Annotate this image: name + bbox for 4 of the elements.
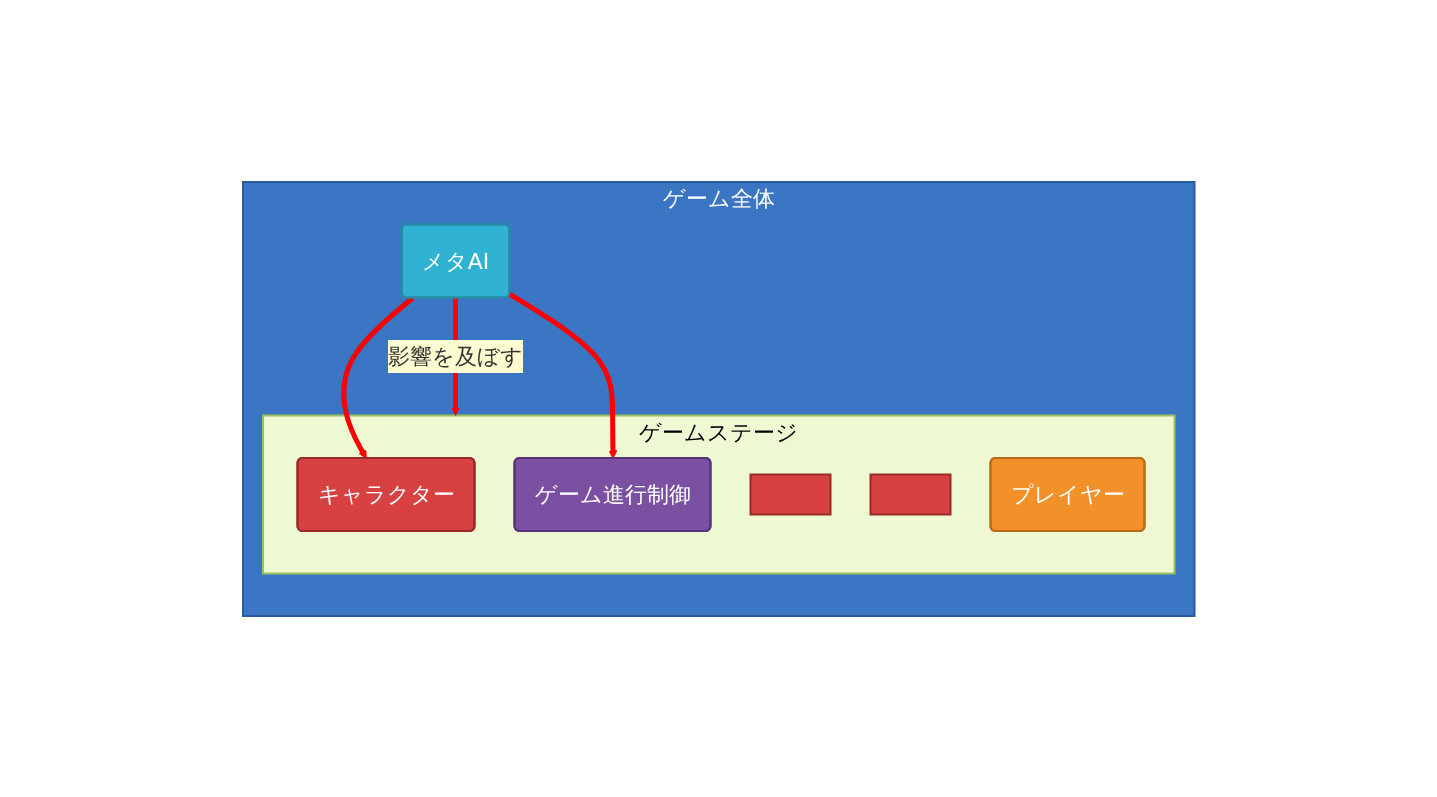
node-box — [749, 473, 832, 515]
node-box — [869, 473, 952, 515]
arrow — [508, 291, 618, 459]
edge-label: 影響を及ぼす — [387, 343, 523, 369]
